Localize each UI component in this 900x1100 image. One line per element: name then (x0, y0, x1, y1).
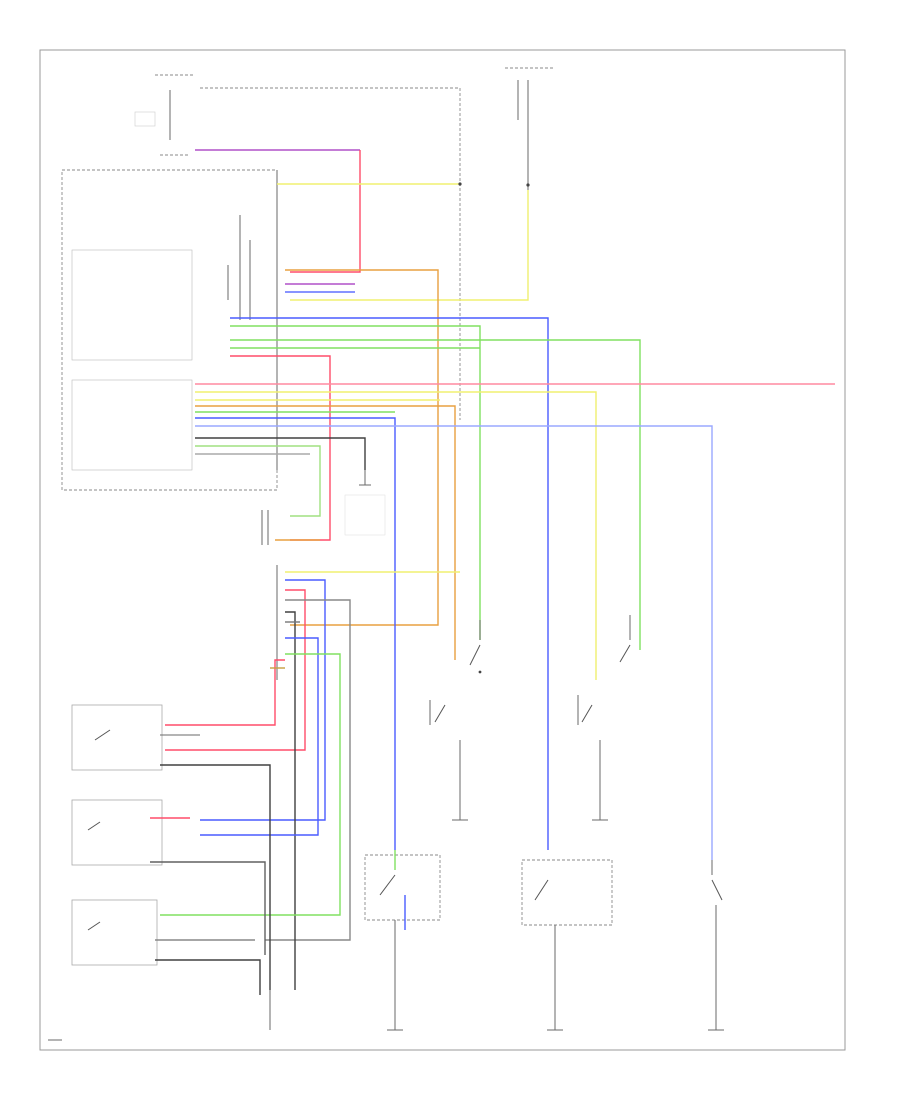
right-rear-door-switch (708, 860, 724, 1031)
wire-dark-3 (160, 764, 271, 990)
wire-blue-3 (200, 579, 326, 821)
wire-green-5 (195, 445, 321, 517)
control-unit-box (61, 169, 278, 491)
wire-dark-4 (150, 861, 266, 955)
wire-yellow-2 (195, 391, 597, 680)
wire-red-top (290, 150, 361, 273)
driver-door-lock-switch (71, 799, 163, 866)
small-connector (261, 510, 269, 545)
wire-blue-1 (230, 317, 549, 850)
wire-green-6 (160, 653, 341, 916)
wire-green-1 (230, 325, 481, 640)
diagram-frame (39, 49, 846, 1051)
trunk-key-cylinder-switch (364, 854, 441, 1031)
driver-door-switch (469, 620, 482, 674)
wire-blue-2 (195, 417, 396, 850)
passenger-door-key-switch (521, 859, 613, 1031)
wire-red-3 (165, 589, 306, 751)
wire-orange-1 (285, 269, 439, 626)
left-rear-door-switch (619, 615, 631, 663)
wire-yellow-relay (290, 190, 529, 301)
wire-dark-1 (195, 437, 366, 470)
wire-orange-2 (195, 405, 456, 660)
wire-lightblue (195, 425, 713, 860)
hood-switch (577, 695, 608, 821)
wire-green-2 (230, 339, 641, 650)
wire-dark-2 (285, 611, 296, 990)
security-switch (134, 74, 461, 420)
master-switch-box (71, 704, 200, 771)
wire-dark-5 (155, 959, 261, 995)
wire-red-4 (165, 659, 285, 726)
wire-gray-2 (265, 599, 351, 941)
wire-blue-4 (200, 637, 319, 836)
trunk-switch (429, 700, 468, 821)
passenger-relay (505, 67, 555, 300)
ground-symbol-mid (359, 470, 371, 486)
door-lock-actuator-box (71, 899, 158, 966)
